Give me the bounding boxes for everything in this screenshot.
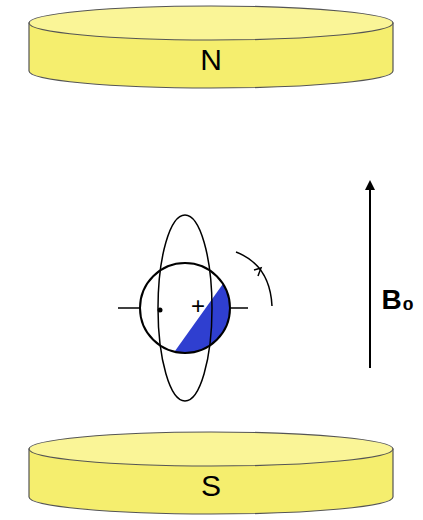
sphere-half [140, 260, 240, 400]
magnet-pole: N [27, 4, 395, 90]
field-label: B₀ [382, 286, 415, 314]
pole-letter: N [200, 45, 222, 75]
charge-sign: + [191, 294, 205, 318]
precession-arc [236, 252, 272, 306]
magnet-pole: S [27, 430, 395, 516]
nucleus-sphere [140, 263, 230, 353]
orbit-ellipse [158, 215, 212, 401]
pole-letter: S [201, 471, 221, 501]
field-arrow [369, 182, 371, 368]
